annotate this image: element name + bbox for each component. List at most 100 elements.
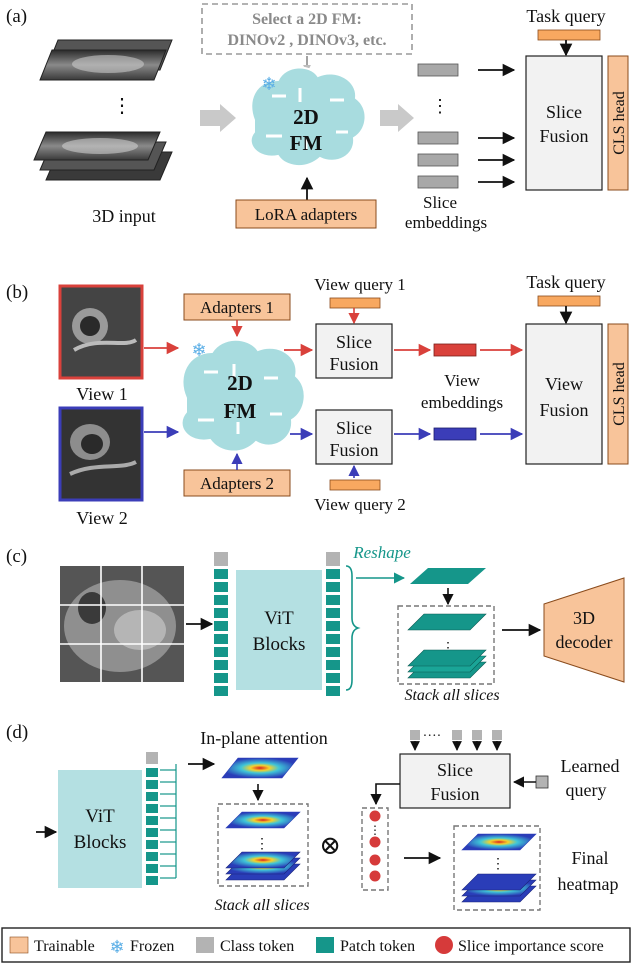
- gray-arrow-left: [200, 104, 236, 132]
- patch-token: [326, 621, 340, 631]
- decoder-line2: decoder: [556, 632, 613, 652]
- snowflake-icon-b: ❄: [191, 340, 206, 360]
- token-column-d: [146, 752, 158, 885]
- input-dots: ⋮: [112, 95, 132, 117]
- adapters1-label: Adapters 1: [200, 298, 274, 317]
- decoder-line1: 3D: [573, 608, 595, 628]
- class-token: [492, 730, 502, 740]
- view-query1-token: [329, 297, 381, 309]
- view-fusion-line2: Fusion: [539, 400, 588, 420]
- fusion-line1-a: Slice: [546, 102, 582, 122]
- legend-importance: Slice importance score: [458, 938, 604, 955]
- select-fm-line2: DINOv2 , DINOv3, etc.: [227, 32, 386, 49]
- fusion-to-score-arrow: [370, 783, 400, 806]
- patch-token: [214, 621, 228, 631]
- panel-d: (d) ViT Blocks In-plane attention ⋮ Stac…: [6, 722, 619, 914]
- fusion-b2-line2: Fusion: [329, 440, 378, 460]
- patch-token: [214, 569, 228, 579]
- patch-token: [146, 780, 158, 789]
- view-emb-line1: View: [444, 371, 481, 390]
- patch-token: [326, 647, 340, 657]
- select-fm-line1: Select a 2D FM:: [252, 11, 362, 28]
- patch-token: [146, 804, 158, 813]
- stack-label-d: Stack all slices: [214, 897, 309, 914]
- class-token: [472, 730, 482, 740]
- cls-head-box-b: [607, 323, 629, 465]
- view-fusion-box: [525, 323, 603, 465]
- stack-box-d: [217, 803, 309, 887]
- slice-embeddings-a: [417, 63, 459, 189]
- fusion-b1-line1: Slice: [336, 332, 372, 352]
- legend: Trainable ❄ Frozen Class token Patch tok…: [1, 927, 631, 963]
- view2-image: [58, 406, 144, 502]
- fusion-b2-line1: Slice: [336, 418, 372, 438]
- patch-token: [146, 840, 158, 849]
- panel-c-label: (c): [6, 546, 27, 567]
- patch-token: [146, 864, 158, 873]
- slice-fusion-box-d: [399, 753, 511, 809]
- panel-b-label: (b): [6, 282, 28, 303]
- legend-patch-swatch: [316, 937, 334, 953]
- otimes-symbol: ⊗: [319, 831, 341, 860]
- patch-token: [326, 569, 340, 579]
- view-emb-line2: embeddings: [421, 393, 503, 412]
- panel-d-label: (d): [6, 722, 28, 743]
- patch-token: [214, 582, 228, 592]
- task-query-token-b: [537, 295, 601, 307]
- token-dots-row: ····: [423, 729, 442, 744]
- lora-label: LoRA adapters: [255, 205, 357, 224]
- panel-a: (a) ⋮ 3D input Select a 2D FM: DINOv2 , …: [6, 3, 629, 232]
- patch-token: [214, 660, 228, 670]
- patch-token: [214, 686, 228, 696]
- attention-map: [221, 757, 299, 779]
- patch-token: [146, 876, 158, 885]
- patch-token: [146, 852, 158, 861]
- adapters1-box: [183, 293, 291, 321]
- select-fm-box: [201, 3, 413, 55]
- patch-token: [326, 608, 340, 618]
- legend-frozen: Frozen: [130, 938, 174, 955]
- reshape-label: Reshape: [352, 543, 411, 562]
- fm-a-line2: FM: [290, 131, 323, 155]
- legend-class-token: Class token: [220, 938, 294, 955]
- emb-line2-a: embeddings: [405, 213, 487, 232]
- fusion-d-line2: Fusion: [430, 784, 479, 804]
- fusion-line2-a: Fusion: [539, 126, 588, 146]
- vit-blocks-d: [58, 770, 142, 888]
- decoder-3d: [543, 577, 625, 683]
- vit-c-line2: Blocks: [253, 634, 306, 655]
- patch-token: [326, 582, 340, 592]
- adapters2-label: Adapters 2: [200, 474, 274, 493]
- adapters2-box: [183, 469, 291, 497]
- final-dots: ⋮: [491, 857, 505, 872]
- view2-label: View 2: [76, 508, 127, 528]
- vit-d-line1: ViT: [85, 806, 115, 827]
- cls-head-label-b: CLS head: [611, 362, 628, 426]
- class-token: [326, 552, 340, 566]
- ct-input-stack: ⋮: [33, 39, 173, 181]
- input-label: 3D input: [92, 206, 156, 226]
- stack-dots-d: ⋮: [255, 837, 269, 852]
- class-token: [410, 730, 420, 740]
- final-line1: Final: [571, 848, 608, 868]
- reshape-brace: [345, 565, 361, 691]
- patch-token: [214, 634, 228, 644]
- patch-token: [214, 595, 228, 605]
- panel-a-label: (a): [6, 6, 27, 27]
- patch-token: [214, 673, 228, 683]
- patch-grid: [60, 566, 184, 682]
- patch-token: [326, 595, 340, 605]
- patch-token: [326, 634, 340, 644]
- patch-token: [146, 816, 158, 825]
- patch-token: [146, 768, 158, 777]
- fm-brain-b: [180, 338, 306, 453]
- cls-head-box-a: [607, 55, 629, 191]
- reshaped-slice: [410, 568, 486, 584]
- patch-token: [146, 828, 158, 837]
- view1-label: View 1: [76, 384, 127, 404]
- legend-importance-dot: [435, 936, 453, 954]
- learned-query-token: [535, 775, 549, 789]
- final-line2: heatmap: [558, 874, 619, 894]
